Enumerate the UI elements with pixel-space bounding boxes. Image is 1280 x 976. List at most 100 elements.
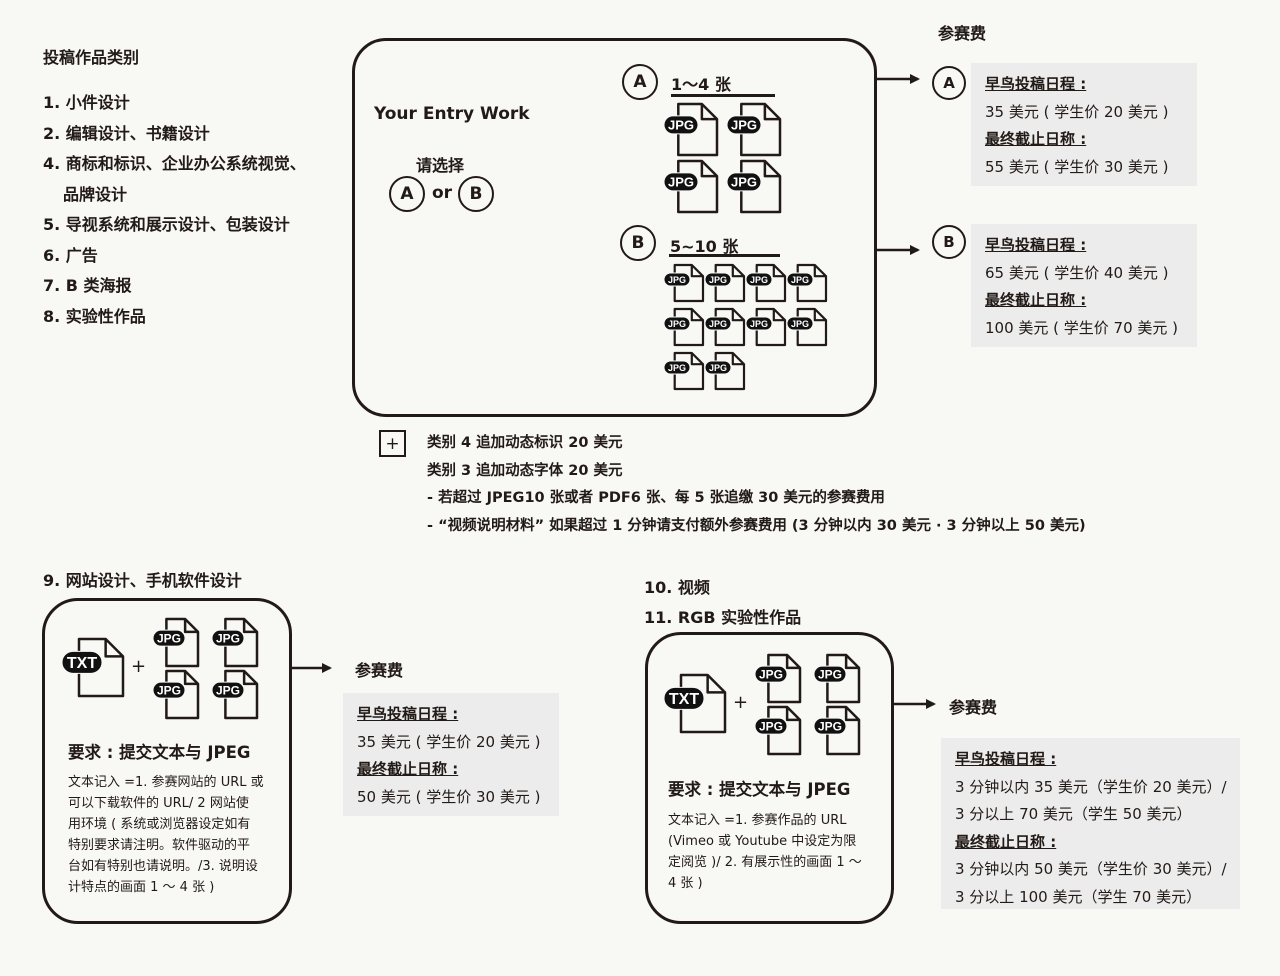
early-bird-value: 3 分以上 70 美元（学生 50 美元） [955, 805, 1192, 823]
group-a-underline [671, 94, 775, 97]
jpg-file-icon: JPG [754, 653, 802, 704]
fee-a-badge: A [932, 66, 966, 100]
req-line: 文本记入 =1. 参赛网站的 URL 或 [68, 775, 264, 790]
fee-title: 参赛费 [938, 24, 987, 43]
option-a-badge: A [389, 176, 425, 212]
early-bird-value: 3 分钟以内 35 美元（学生价 20 美元）/ [955, 777, 1227, 796]
jpg-file-icon: JPG [211, 617, 259, 668]
early-bird-label: 早鸟投稿日程 : [955, 750, 1057, 768]
choose-label: 请选择 [416, 156, 465, 175]
web-fee-panel: 早鸟投稿日程 : 35 美元 ( 学生价 20 美元 ) 最终截止日称 : 50… [343, 693, 559, 816]
jpg-file-icon: JPG [754, 705, 802, 756]
final-deadline-value: 50 美元 ( 学生价 30 美元 ) [357, 787, 541, 806]
early-bird-label: 早鸟投稿日程 : [357, 705, 459, 723]
svg-text:JPG: JPG [709, 363, 727, 373]
svg-text:TXT: TXT [669, 691, 699, 708]
svg-text:JPG: JPG [668, 319, 686, 329]
web-req-title: 要求 : 提交文本与 JPEG [68, 743, 251, 762]
video-fee-title: 参赛费 [949, 698, 998, 717]
req-line: 可以下载软件的 URL/ 2 网站使 [68, 796, 249, 811]
rgb-section-heading: 11. RGB 实验性作品 [644, 608, 802, 627]
video-fee-panel: 早鸟投稿日程 : 3 分钟以内 35 美元（学生价 20 美元）/ 3 分以上 … [941, 738, 1240, 909]
category-item: 1. 小件设计 [43, 93, 130, 112]
jpg-file-icon: JPG [152, 617, 200, 668]
final-deadline-value: 55 美元 ( 学生价 30 美元 ) [985, 157, 1169, 176]
jpg-file-icon: JPG [152, 669, 200, 720]
jpg-file-icon: JPG [663, 263, 705, 303]
svg-text:JPG: JPG [759, 719, 783, 733]
final-deadline-value: 100 美元 ( 学生价 70 美元 ) [985, 318, 1179, 337]
req-line: (Vimeo 或 Youtube 中设定为限 [668, 834, 857, 849]
category-item: 8. 实验性作品 [43, 306, 146, 326]
extras-line: 类别 4 追加动态标识 20 美元 [427, 435, 623, 451]
final-deadline-label: 最终截止日称 : [357, 760, 459, 778]
jpg-file-icon: JPG [663, 159, 719, 214]
svg-text:JPG: JPG [157, 683, 181, 697]
svg-text:JPG: JPG [750, 275, 768, 285]
jpg-file-icon: JPG [786, 263, 828, 303]
svg-text:JPG: JPG [731, 118, 757, 133]
svg-text:JPG: JPG [791, 319, 809, 329]
early-bird-label: 早鸟投稿日程 : [985, 236, 1087, 254]
req-line: 文本记入 =1. 参赛作品的 URL [668, 813, 847, 828]
fee-panel-a: 早鸟投稿日程 : 35 美元 ( 学生价 20 美元 ) 最终截止日称 : 55… [971, 63, 1197, 186]
fee-panel-b: 早鸟投稿日程 : 65 美元 ( 学生价 40 美元 ) 最终截止日称 : 10… [971, 224, 1197, 347]
jpg-file-icon: JPG [726, 159, 782, 214]
jpg-file-icon: JPG [704, 263, 746, 303]
category-item: 2. 编辑设计、书籍设计 [43, 123, 210, 143]
early-bird-value: 35 美元 ( 学生价 20 美元 ) [985, 102, 1169, 121]
txt-file-icon: TXT [663, 673, 727, 734]
extras-line: - 若超过 JPEG10 张或者 PDF6 张、每 5 张追缴 30 美元的参赛… [427, 490, 885, 506]
req-line: 特别要求请注明。软件驱动的平 [68, 838, 251, 853]
web-req-text: 文本记入 =1. 参赛网站的 URL 或 可以下载软件的 URL/ 2 网站使 … [68, 772, 283, 898]
group-b-badge: B [620, 225, 656, 261]
extras-line: 类别 3 追加动态字体 20 美元 [427, 462, 623, 479]
svg-text:JPG: JPG [818, 667, 842, 681]
jpg-file-icon: JPG [745, 307, 787, 347]
jpg-file-icon: JPG [786, 307, 828, 347]
txt-file-icon: TXT [61, 637, 125, 698]
early-bird-value: 65 美元 ( 学生价 40 美元 ) [985, 263, 1169, 282]
fee-b-badge: B [932, 225, 966, 259]
video-section-heading: 10. 视频 [644, 578, 710, 597]
req-line: 用环境 ( 系统或浏览器设定如有 [68, 817, 251, 832]
video-req-title: 要求 : 提交文本与 JPEG [668, 780, 851, 799]
category-item-continued: 品牌设计 [63, 184, 128, 204]
svg-text:JPG: JPG [668, 275, 686, 285]
or-label: or [432, 183, 453, 203]
category-item: 4. 商标和标识、企业办公系统视觉、 [43, 154, 306, 173]
category-item: 7. B 类海报 [43, 276, 132, 295]
group-a-badge: A [622, 64, 658, 100]
group-a-count: 1～4 张 [671, 75, 731, 94]
web-section-heading: 9. 网站设计、手机软件设计 [43, 571, 242, 590]
svg-text:JPG: JPG [709, 275, 727, 285]
category-item: 5. 导视系统和展示设计、包装设计 [43, 215, 290, 234]
jpg-file-icon: JPG [704, 307, 746, 347]
svg-text:JPG: JPG [791, 275, 809, 285]
group-b-underline [669, 254, 780, 257]
plus-icon: + [379, 430, 406, 457]
svg-text:JPG: JPG [731, 175, 757, 190]
final-deadline-value: 3 分钟以内 50 美元（学生价 30 美元）/ [955, 860, 1227, 878]
svg-text:JPG: JPG [668, 175, 694, 190]
early-bird-value: 35 美元 ( 学生价 20 美元 ) [357, 732, 541, 751]
jpg-file-icon: JPG [704, 351, 746, 391]
jpg-file-icon: JPG [211, 669, 259, 720]
svg-text:JPG: JPG [216, 683, 240, 697]
svg-text:JPG: JPG [759, 667, 783, 681]
web-plus: + [131, 656, 147, 677]
jpg-file-icon: JPG [726, 102, 782, 157]
final-deadline-label: 最终截止日称 : [985, 130, 1087, 148]
req-line: 定阅览 )/ 2. 有展示性的画面 1 ～ [668, 855, 862, 870]
svg-text:TXT: TXT [67, 655, 97, 672]
entry-work-box [352, 38, 877, 417]
jpg-file-icon: JPG [813, 653, 861, 704]
req-line: 4 张 ) [668, 876, 703, 891]
extras-notes: 类别 4 追加动态标识 20 美元 类别 3 追加动态字体 20 美元 - 若超… [427, 430, 1086, 540]
jpg-file-icon: JPG [813, 705, 861, 756]
category-list: 1. 小件设计 2. 编辑设计、书籍设计 4. 商标和标识、企业办公系统视觉、 … [43, 88, 306, 332]
req-line: 台如有特别也请说明。/3. 说明设 [68, 859, 258, 874]
category-item: 6. 广告 [43, 245, 98, 265]
final-deadline-label: 最终截止日称 : [985, 291, 1087, 309]
svg-text:JPG: JPG [668, 363, 686, 373]
